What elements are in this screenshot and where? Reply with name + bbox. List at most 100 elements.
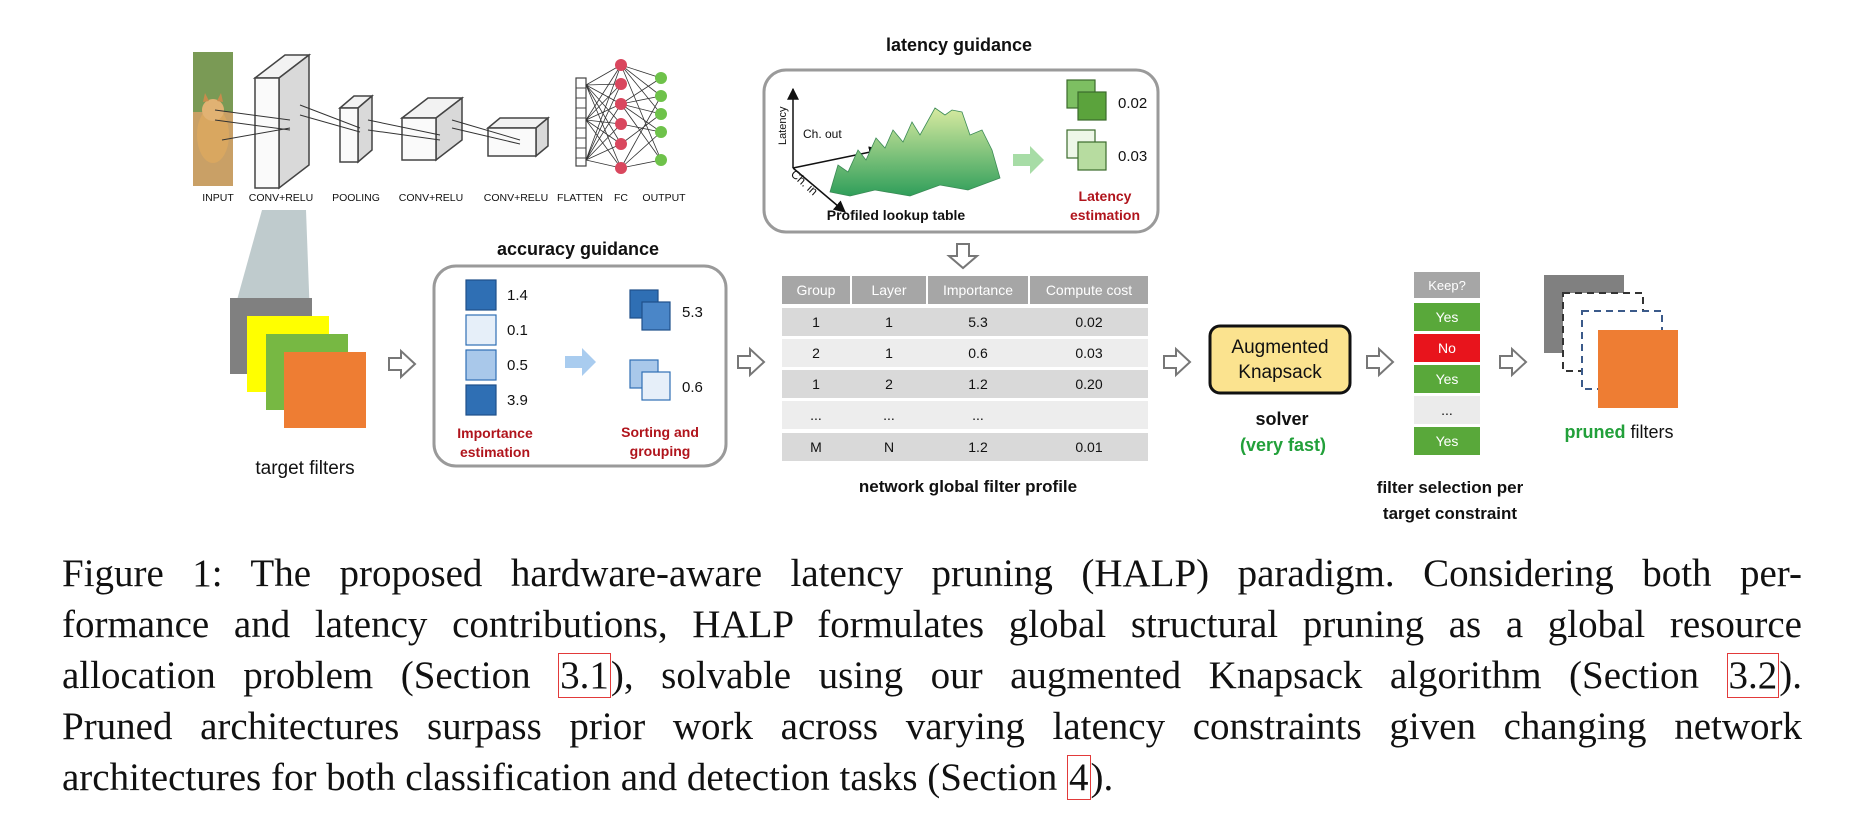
arrow-icon bbox=[1499, 348, 1527, 376]
table-row: M N 1.2 0.01 bbox=[782, 433, 1148, 461]
latency-guidance-title: latency guidance bbox=[886, 35, 1032, 55]
table-cell: ... bbox=[972, 407, 984, 423]
profile-table: Group Layer Importance Compute cost 1 1 … bbox=[782, 276, 1148, 496]
table-cell: 5.3 bbox=[968, 314, 988, 330]
accuracy-guidance-title: accuracy guidance bbox=[497, 239, 659, 259]
latency-guidance-panel: latency guidance Latency Ch. out Ch. in … bbox=[762, 35, 1160, 234]
arrow-icon bbox=[1366, 348, 1394, 376]
latency-estimation-label: estimation bbox=[1070, 207, 1140, 223]
arrow-icon bbox=[1163, 348, 1191, 376]
caption-line: Pruned architectures surpass prior work … bbox=[62, 705, 1802, 748]
pooling-block bbox=[337, 94, 375, 164]
cnn-label-output: OUTPUT bbox=[642, 192, 686, 204]
cnn-label-fc: FC bbox=[614, 192, 628, 204]
cnn-label-conv2: CONV+RELU bbox=[399, 192, 463, 204]
table-cell: 1 bbox=[812, 376, 820, 392]
keep-column: Keep? Yes No Yes ... Yes filter selectio… bbox=[1377, 272, 1524, 523]
caption-line: allocation problem (Section 3.1), solvab… bbox=[62, 650, 1802, 701]
keep-cell-yes: Yes bbox=[1436, 309, 1459, 325]
table-row: 1 2 1.2 0.20 bbox=[782, 370, 1148, 398]
solver-speed-label: (very fast) bbox=[1240, 435, 1326, 455]
profile-table-caption: network global filter profile bbox=[859, 477, 1077, 496]
fc-layer bbox=[585, 59, 667, 174]
figure-caption: Figure 1: The proposed hardware-aware la… bbox=[62, 548, 1802, 803]
caption-text: allocation problem (Section bbox=[62, 654, 559, 697]
arrow-icon bbox=[388, 350, 416, 378]
solver-label: solver bbox=[1255, 409, 1308, 429]
cnn-label-conv1: CONV+RELU bbox=[249, 192, 313, 204]
section-ref-link[interactable]: 3.2 bbox=[1726, 653, 1780, 698]
flatten-column bbox=[575, 77, 587, 167]
table-cell: 0.20 bbox=[1075, 376, 1102, 392]
importance-score: 1.4 bbox=[507, 287, 528, 304]
sorting-grouping-label: grouping bbox=[630, 443, 691, 459]
axis-ch-out-label: Ch. out bbox=[803, 127, 842, 141]
table-cell: 1 bbox=[885, 314, 893, 330]
importance-score: 3.9 bbox=[507, 392, 528, 409]
table-cell: M bbox=[810, 439, 822, 455]
latency-value: 0.03 bbox=[1118, 148, 1147, 165]
table-header: Layer bbox=[871, 282, 906, 298]
keep-cell-ellipsis: ... bbox=[1441, 402, 1453, 418]
arrow-icon bbox=[565, 348, 596, 376]
knapsack-label: Knapsack bbox=[1238, 362, 1322, 383]
section-ref-link[interactable]: 3.1 bbox=[558, 653, 611, 698]
latency-value: 0.02 bbox=[1118, 95, 1147, 112]
caption-line: architectures for both classification an… bbox=[62, 752, 1802, 803]
importance-score: 0.5 bbox=[507, 357, 528, 374]
conv-block-1 bbox=[252, 53, 312, 190]
halp-diagram: INPUT CONV+RELU POOLING CONV+RELU CONV+R… bbox=[193, 35, 1678, 523]
caption-line: formance and latency contributions, HALP… bbox=[62, 603, 1802, 646]
caption-text: ), solvable using our augmented Knapsack… bbox=[610, 654, 1727, 697]
cnn-label-flatten: FLATTEN bbox=[557, 192, 603, 204]
filters-word: filters bbox=[1625, 422, 1673, 442]
table-cell: 0.6 bbox=[968, 345, 988, 361]
caption-text: architectures for both classification an… bbox=[62, 756, 1067, 799]
section-ref-link[interactable]: 4 bbox=[1067, 755, 1091, 800]
cnn-label-pooling: POOLING bbox=[332, 192, 380, 204]
target-filters: target filters bbox=[230, 210, 366, 479]
filter-selection-caption: target constraint bbox=[1383, 504, 1517, 523]
table-row: 1 1 5.3 0.02 bbox=[782, 308, 1148, 336]
table-cell: ... bbox=[883, 407, 895, 423]
conv-block-2 bbox=[399, 96, 465, 162]
input-cat-image bbox=[193, 52, 233, 186]
caption-line: Figure 1: The proposed hardware-aware la… bbox=[62, 552, 1802, 595]
cnn-label-conv3: CONV+RELU bbox=[484, 192, 548, 204]
keep-cell-yes: Yes bbox=[1436, 371, 1459, 387]
table-cell: 0.01 bbox=[1075, 439, 1102, 455]
importance-score: 0.1 bbox=[507, 322, 528, 339]
cnn-illustration: INPUT CONV+RELU POOLING CONV+RELU CONV+R… bbox=[193, 52, 686, 204]
table-cell: 1.2 bbox=[968, 439, 988, 455]
table-cell: 0.03 bbox=[1075, 345, 1102, 361]
knapsack-solver: Augmented Knapsack solver (very fast) bbox=[1208, 324, 1352, 455]
profiled-lookup-table-label: Profiled lookup table bbox=[827, 207, 966, 223]
table-cell: 2 bbox=[812, 345, 820, 361]
latency-estimation-label: Latency bbox=[1079, 188, 1132, 204]
pruned-filters: pruned filters bbox=[1544, 275, 1678, 442]
latency-surface bbox=[829, 107, 1001, 197]
filter-selection-caption: filter selection per bbox=[1377, 478, 1524, 497]
cnn-label-input: INPUT bbox=[202, 192, 234, 204]
table-row: 2 1 0.6 0.03 bbox=[782, 339, 1148, 367]
pruned-word: pruned bbox=[1564, 422, 1625, 442]
importance-estimation-label: estimation bbox=[460, 444, 530, 460]
table-cell: 2 bbox=[885, 376, 893, 392]
keep-header: Keep? bbox=[1428, 278, 1466, 293]
knapsack-label: Augmented bbox=[1231, 337, 1328, 358]
table-cell: 1 bbox=[812, 314, 820, 330]
table-cell: ... bbox=[810, 407, 822, 423]
accuracy-guidance-panel: accuracy guidance 1.4 0.1 0.5 3.9 Import… bbox=[432, 239, 728, 468]
arrow-icon bbox=[1013, 146, 1044, 174]
caption-text: ). bbox=[1779, 654, 1802, 697]
group-score: 5.3 bbox=[682, 304, 703, 321]
conv-block-3 bbox=[485, 116, 551, 158]
table-header: Compute cost bbox=[1046, 282, 1132, 298]
svg-text:pruned filters: pruned filters bbox=[1564, 422, 1673, 442]
axis-latency-label: Latency bbox=[777, 106, 789, 145]
table-header: Importance bbox=[943, 282, 1013, 298]
down-arrow-icon bbox=[946, 243, 980, 270]
table-header: Group bbox=[797, 282, 836, 298]
sorting-grouping-label: Sorting and bbox=[621, 424, 699, 440]
keep-cell-no: No bbox=[1438, 340, 1456, 356]
